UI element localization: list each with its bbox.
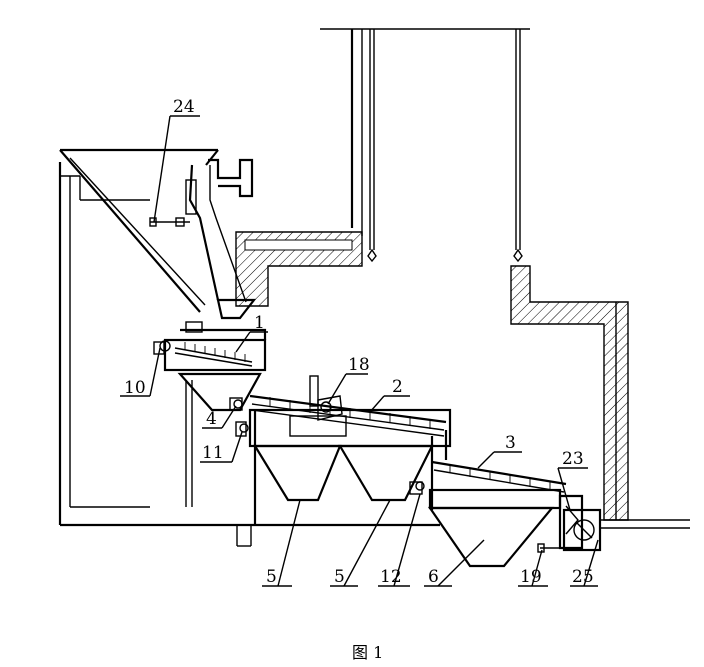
figure-caption: 图 1 (352, 643, 383, 662)
label-3: 3 (505, 433, 516, 453)
feed-hopper (59, 148, 257, 320)
duct-section-left (235, 231, 363, 307)
motors (229, 397, 249, 437)
label-11: 11 (202, 443, 224, 463)
label-12: 12 (380, 567, 402, 587)
duct-section-right (510, 265, 629, 521)
hanging-rods (367, 29, 523, 263)
label-1: 1 (254, 313, 265, 333)
label-4: 4 (206, 409, 217, 429)
part-labels: 24 1 18 2 10 4 11 3 23 5 5 12 6 19 25 (124, 97, 594, 587)
building-walls (58, 28, 690, 547)
screen-3 (409, 460, 602, 568)
screen-2 (185, 375, 452, 525)
leader-24 (153, 115, 171, 223)
label-19: 19 (520, 567, 542, 587)
label-2: 2 (392, 377, 403, 397)
label-25: 25 (572, 567, 594, 587)
leader-lines (120, 115, 599, 587)
label-5a: 5 (266, 567, 277, 587)
label-18: 18 (348, 355, 370, 375)
label-5b: 5 (334, 567, 345, 587)
label-24: 24 (173, 97, 195, 117)
label-10: 10 (124, 378, 146, 398)
label-6: 6 (428, 567, 439, 587)
label-23: 23 (562, 449, 584, 469)
